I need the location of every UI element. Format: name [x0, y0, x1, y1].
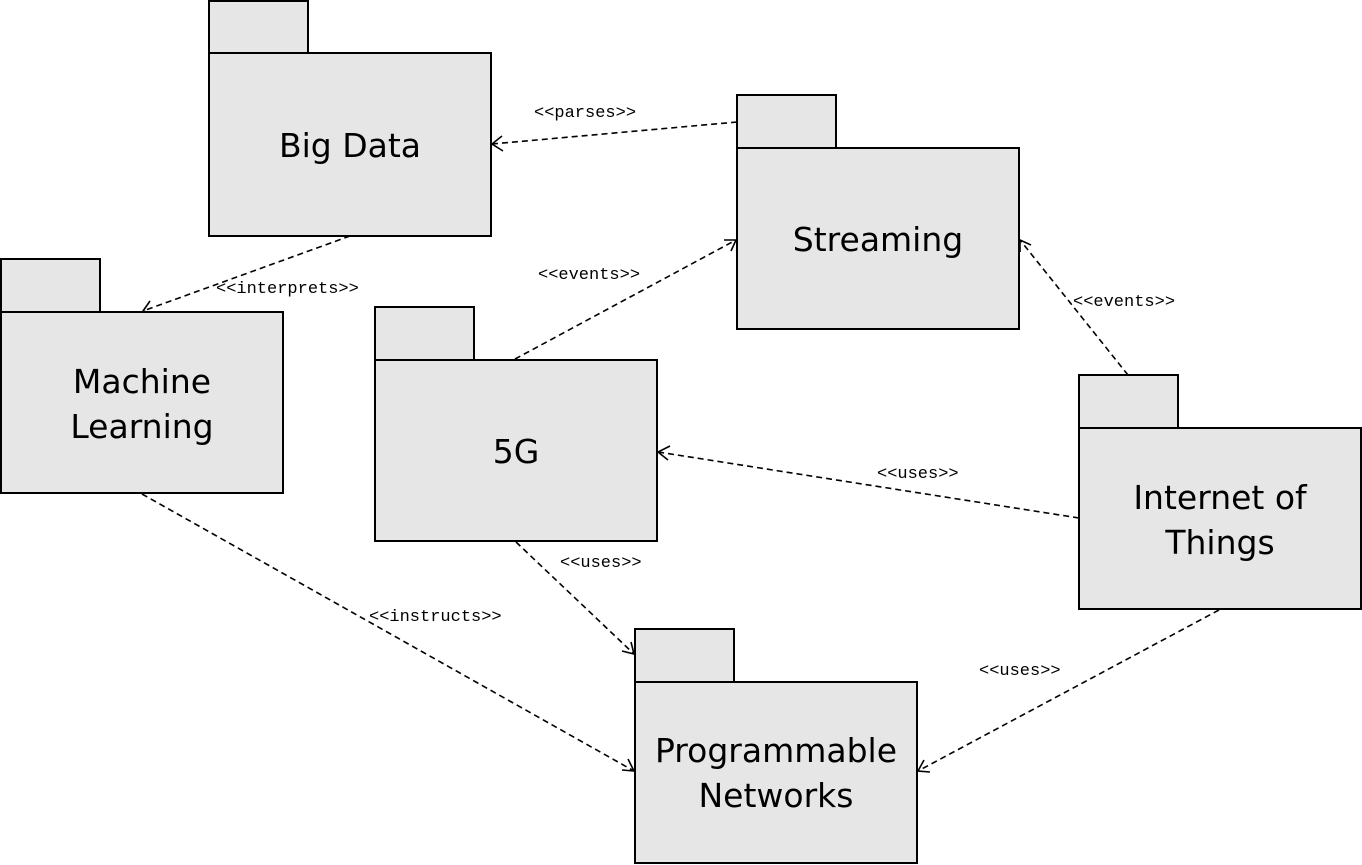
package-machine-learning[interactable]: Machine Learning: [0, 258, 284, 494]
dependency-big-data-to-machine-learning: <<interprets>>: [141, 235, 359, 315]
dependency-label: <<uses>>: [877, 465, 959, 484]
dependency-label: <<uses>>: [560, 554, 642, 573]
package-label: Learning: [70, 407, 213, 446]
dependency-5g-to-streaming: <<events>>: [514, 239, 738, 360]
package-body: [374, 359, 658, 542]
package-label: Machine: [73, 362, 211, 401]
dependency-label: <<events>>: [538, 266, 640, 285]
package-internet-of-things[interactable]: Internet of Things: [1078, 374, 1362, 610]
package-tab: [736, 94, 837, 149]
dependency-iot-to-streaming: <<events>>: [1019, 238, 1175, 376]
dependency-iot-to-5g: <<uses>>: [656, 445, 1080, 519]
package-tab: [1078, 374, 1179, 429]
package-body: [736, 147, 1020, 330]
dependency-iot-to-programmable-networks: <<uses>>: [916, 609, 1220, 773]
package-tab: [374, 306, 475, 361]
dependency-label: <<parses>>: [534, 104, 636, 123]
dependency-label: <<instructs>>: [369, 608, 502, 627]
dependency-streaming-to-big-data: <<parses>>: [490, 104, 738, 152]
package-body: [1078, 427, 1362, 610]
package-body: [0, 311, 284, 494]
package-label: Streaming: [793, 220, 963, 259]
package-label: Things: [1164, 523, 1274, 562]
package-big-data[interactable]: Big Data: [208, 0, 492, 237]
package-label: Internet of: [1133, 478, 1308, 517]
package-body: [208, 52, 492, 237]
package-tab: [0, 258, 101, 313]
package-label: Programmable: [655, 731, 897, 770]
package-tab: [208, 0, 309, 54]
package-label: Big Data: [279, 126, 421, 165]
dependency-label: <<uses>>: [979, 662, 1061, 681]
package-body: [634, 681, 918, 864]
package-label: 5G: [493, 432, 540, 471]
package-streaming[interactable]: Streaming: [736, 94, 1020, 330]
package-programmable-networks[interactable]: Programmable Networks: [634, 628, 918, 864]
package-label: Networks: [699, 776, 854, 815]
package-tab: [634, 628, 735, 683]
dependency-label: <<events>>: [1073, 293, 1175, 312]
dependency-machine-learning-to-programmable-networks: <<instructs>>: [141, 493, 636, 772]
dependency-label: <<interprets>>: [216, 280, 359, 299]
dependency-5g-to-programmable-networks: <<uses>>: [515, 541, 642, 656]
package-5g[interactable]: 5G: [374, 306, 658, 542]
